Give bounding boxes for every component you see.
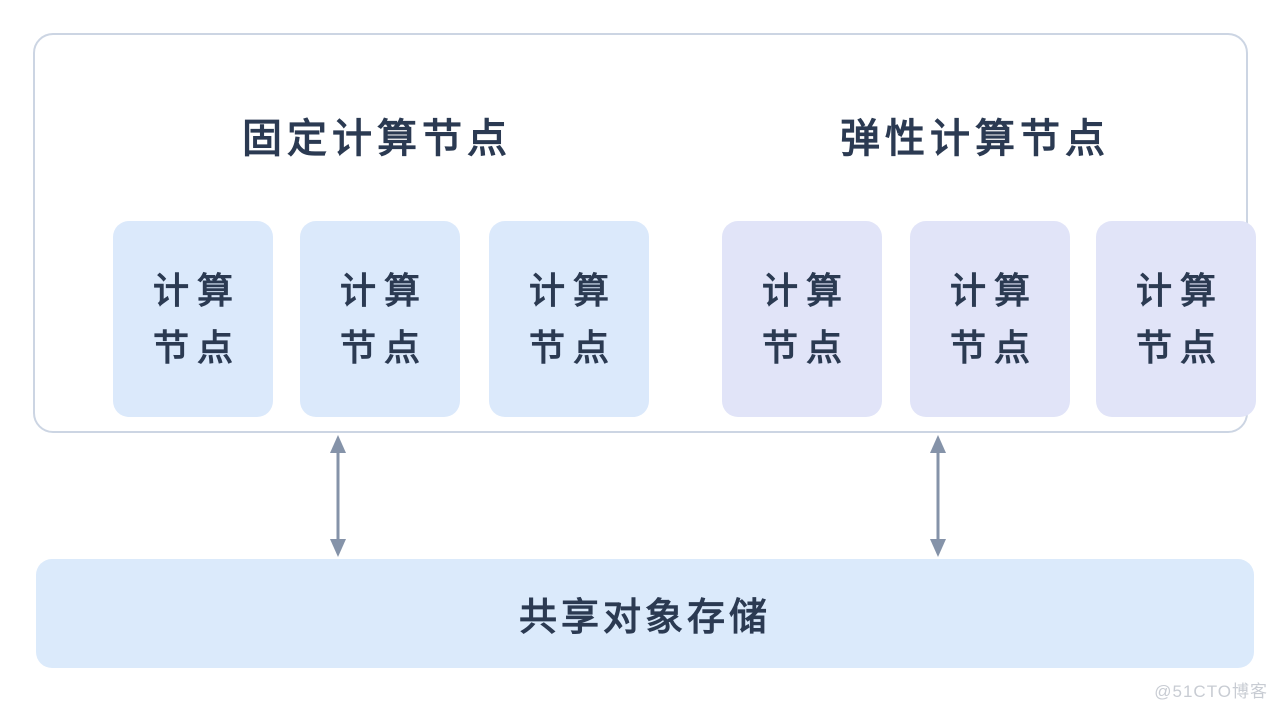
node-label-line: 计算 — [761, 270, 850, 311]
fixed-compute-node-1: 计算 节点 — [113, 221, 273, 417]
node-label-line: 节点 — [339, 327, 428, 368]
fixed-compute-node-2: 计算 节点 — [300, 221, 460, 417]
elastic-compute-group-title: 弹性计算节点 — [840, 117, 1110, 161]
watermark-text: @51CTO博客 — [1154, 682, 1268, 701]
node-label-line: 节点 — [152, 327, 241, 368]
node-label-line: 节点 — [949, 327, 1038, 368]
fixed-compute-group-title: 固定计算节点 — [242, 117, 512, 161]
compute-cluster-container: 固定计算节点 弹性计算节点 计算 节点 计算 节点 计算 节点 计算 节点 计算… — [33, 33, 1256, 433]
node-label-line: 节点 — [1135, 327, 1224, 368]
elastic-compute-node-1: 计算 节点 — [722, 221, 882, 417]
node-label-line: 计算 — [949, 270, 1038, 311]
shared-object-storage-bar: 共享对象存储 — [36, 559, 1254, 668]
node-label-line: 计算 — [1135, 270, 1224, 311]
node-label-line: 节点 — [761, 327, 850, 368]
storage-label: 共享对象存储 — [518, 597, 771, 639]
elastic-compute-node-3: 计算 节点 — [1096, 221, 1256, 417]
fixed-compute-node-3: 计算 节点 — [489, 221, 649, 417]
node-label-line: 节点 — [528, 327, 617, 368]
node-label-line: 计算 — [528, 270, 617, 311]
node-label-line: 计算 — [152, 270, 241, 311]
node-label-line: 计算 — [339, 270, 428, 311]
bidirectional-arrow-right — [930, 435, 946, 557]
bidirectional-arrow-left — [330, 435, 346, 557]
elastic-compute-node-2: 计算 节点 — [910, 221, 1070, 417]
